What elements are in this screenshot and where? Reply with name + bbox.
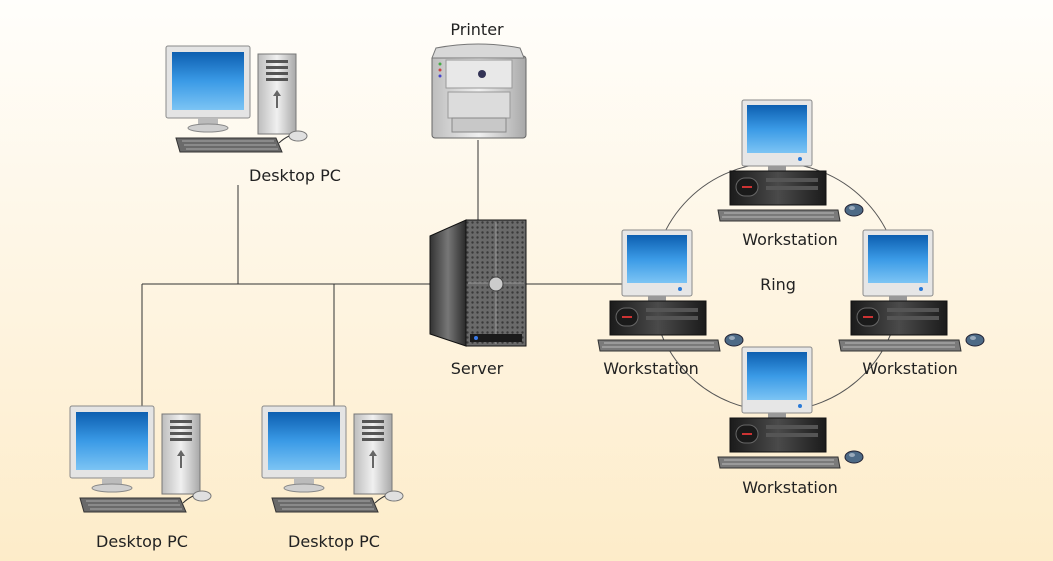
desktop-pc-top-label: Desktop PC (249, 166, 341, 185)
printer-label: Printer (450, 20, 504, 39)
workstation-icon (838, 229, 985, 352)
desktop-pc-icon (69, 405, 212, 513)
desktop-pc-icon (261, 405, 404, 513)
workstation-right[interactable] (838, 229, 985, 352)
desktop-pc-bottom-mid[interactable] (261, 405, 404, 513)
server-node[interactable] (429, 219, 527, 347)
workstation-right-label: Workstation (862, 359, 958, 378)
workstation-bottom[interactable] (717, 346, 864, 469)
workstation-left-label: Workstation (603, 359, 699, 378)
printer-node[interactable] (431, 43, 527, 139)
desktop-pc-top[interactable] (165, 45, 308, 153)
workstation-top[interactable] (717, 99, 864, 222)
desktop-pc-icon (165, 45, 308, 153)
desktop-pc-bottom-left-label: Desktop PC (96, 532, 188, 551)
server-label: Server (450, 359, 504, 378)
network-links (141, 140, 622, 415)
desktop-pc-bottom-left[interactable] (69, 405, 212, 513)
server-tower-icon (429, 219, 527, 347)
workstation-icon (597, 229, 744, 352)
workstation-left[interactable] (597, 229, 744, 352)
printer-icon (431, 43, 527, 139)
ring-label: Ring (760, 275, 796, 294)
workstation-bottom-label: Workstation (742, 478, 838, 497)
workstation-icon (717, 346, 864, 469)
workstation-icon (717, 99, 864, 222)
workstation-top-label: Workstation (742, 230, 838, 249)
desktop-pc-bottom-mid-label: Desktop PC (288, 532, 380, 551)
